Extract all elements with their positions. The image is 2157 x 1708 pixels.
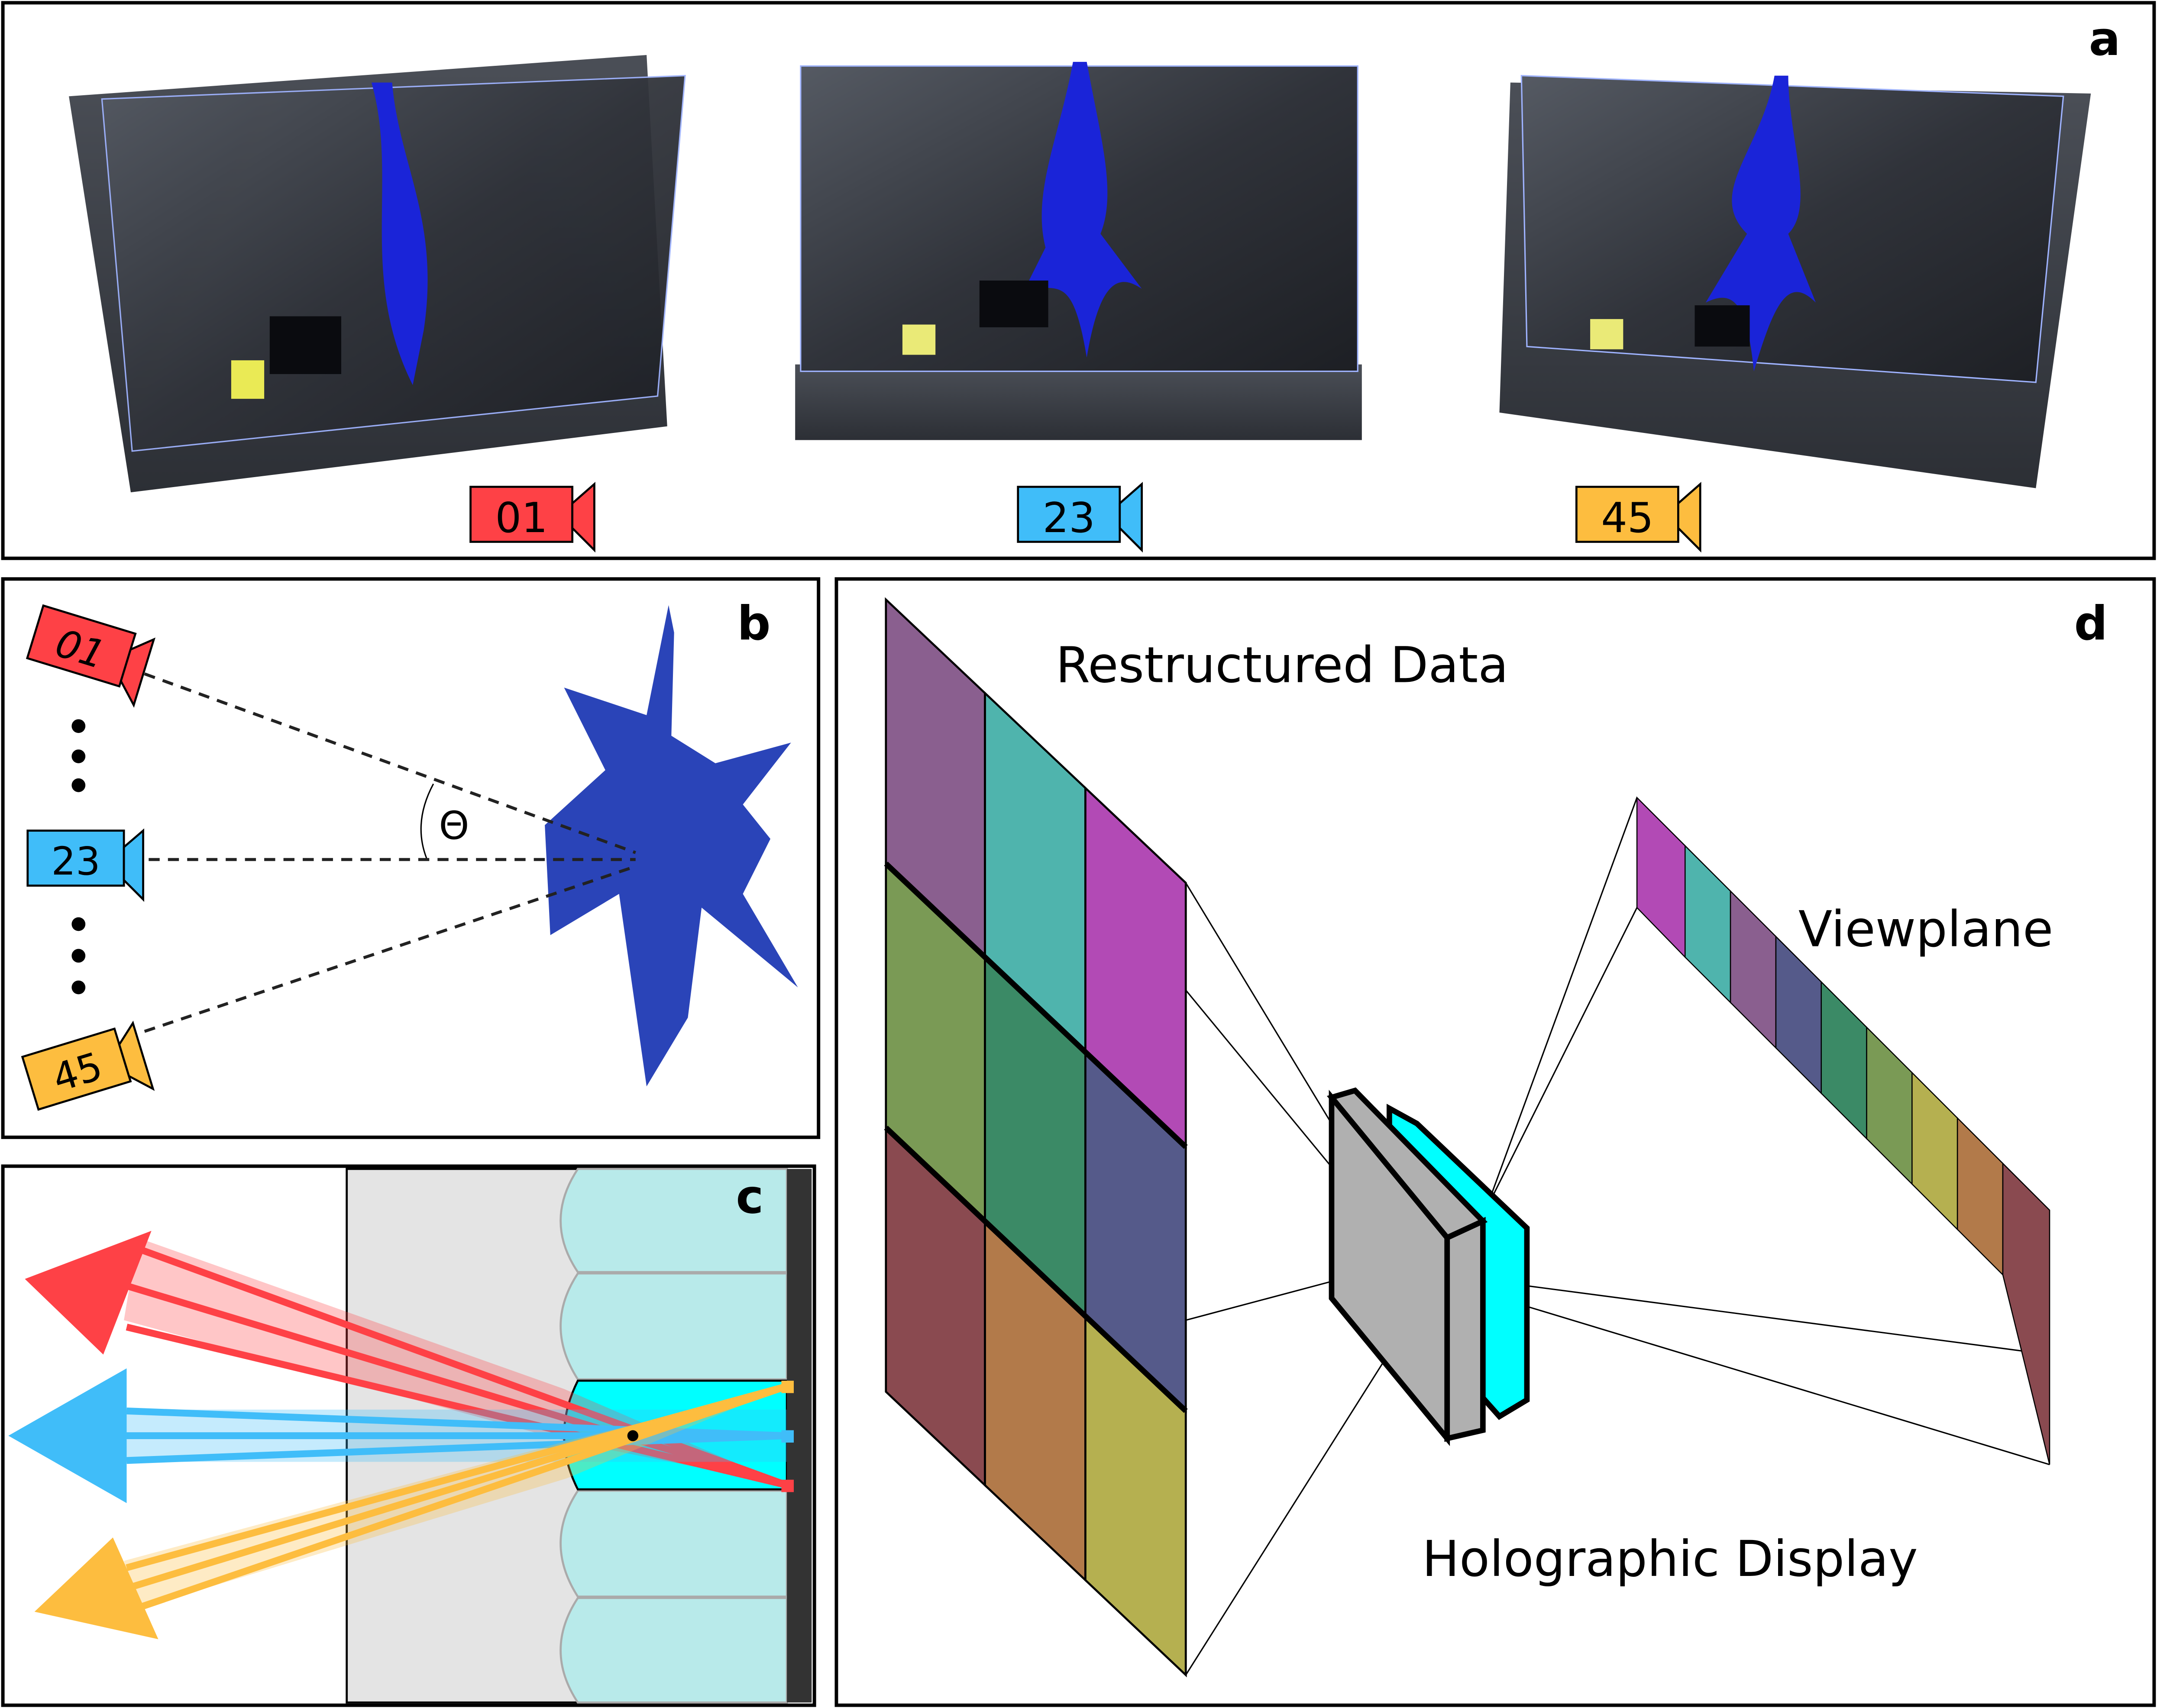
restructured-data-grid — [884, 597, 1188, 1678]
orange-beam — [34, 1381, 794, 1640]
camera-label-01: 01 — [495, 494, 547, 542]
angle-arc — [420, 783, 434, 859]
panel-a: a 01 — [1, 1, 2156, 560]
holographic-display-label: Holographic Display — [1422, 1530, 1918, 1588]
sight-lines — [144, 672, 636, 1033]
viewplane-strip — [1636, 796, 2050, 1465]
panel-a-label: a — [2089, 12, 2121, 66]
camera-icon-b-45: 45 — [21, 1020, 155, 1111]
red-arrowhead — [25, 1230, 152, 1355]
view-cell — [2002, 1162, 2050, 1465]
camera-icon-b-23: 23 — [26, 828, 144, 902]
panel-b: b Θ 01 23 45 — [1, 577, 821, 1139]
camera-b-label-23: 23 — [51, 839, 100, 884]
panel-d-label: d — [2074, 597, 2108, 651]
restructured-data-label: Restructured Data — [1056, 636, 1508, 694]
viewplane-label: Viewplane — [1798, 900, 2054, 958]
camera-icon-01: 01 — [469, 481, 595, 553]
red-beam — [25, 1230, 794, 1492]
display-photo-45 — [1499, 75, 2091, 488]
hexapod-shape — [545, 605, 798, 1087]
holographic-display-device — [1326, 1087, 1530, 1446]
angle-symbol: Θ — [439, 803, 469, 848]
camera-icon-45: 45 — [1575, 481, 1701, 553]
panel-d: d Restructured Data — [834, 577, 2156, 1707]
projection-lines — [1185, 797, 2050, 1676]
panel-b-label: b — [737, 597, 770, 651]
camera-label-45: 45 — [1601, 494, 1653, 542]
display-photo-01 — [69, 55, 686, 493]
focal-point — [627, 1430, 639, 1441]
panel-c: c — [1, 1164, 816, 1707]
camera-icon-b-01: 01 — [26, 604, 156, 708]
orange-arrowhead — [34, 1537, 158, 1640]
camera-label-23: 23 — [1043, 494, 1095, 542]
display-photo-23 — [795, 61, 1362, 440]
camera-icon-23: 23 — [1017, 481, 1143, 553]
lenslet-array — [559, 1168, 788, 1704]
blue-arrowhead — [8, 1368, 127, 1503]
ellipsis-dots — [71, 719, 86, 994]
panel-c-label: c — [736, 1170, 763, 1224]
